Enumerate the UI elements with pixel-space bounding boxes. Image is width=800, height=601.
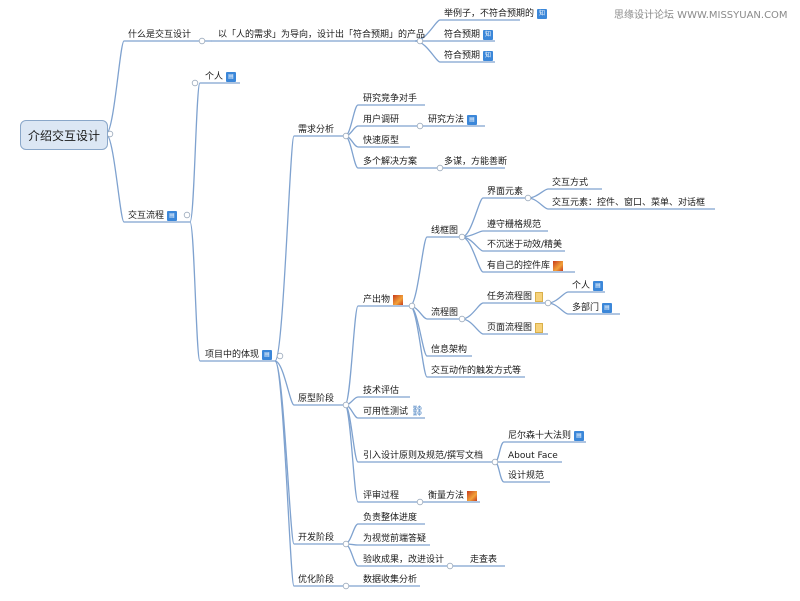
collapse-circle-icon[interactable]: [436, 164, 444, 172]
collapse-circle-icon[interactable]: [524, 194, 532, 202]
note-icon: [535, 292, 544, 302]
topic-wireframe[interactable]: 线框图: [431, 226, 459, 236]
connector-line: [274, 360, 345, 587]
connector-line: [344, 404, 420, 503]
nielsen-badge-icon: ▤: [574, 431, 585, 441]
topic-task-flow[interactable]: 任务流程图: [487, 291, 544, 303]
topic-deliverables[interactable]: 产出物: [363, 294, 404, 306]
note-icon: [535, 323, 544, 333]
topic-example-3[interactable]: 符合预期知: [444, 51, 494, 61]
topic-measure[interactable]: 衡量方法: [428, 490, 478, 502]
connector-line: [105, 133, 190, 223]
topic-person[interactable]: 个人▤: [205, 71, 237, 83]
topic-page-flow[interactable]: 页面流程图: [487, 322, 544, 334]
topic-review[interactable]: 评审过程: [363, 491, 400, 501]
connector-line: [461, 197, 528, 238]
project-badge-icon: ▤: [262, 350, 273, 360]
topic-multiple-solutions[interactable]: 多个解决方案: [363, 157, 418, 167]
collapse-circle-icon[interactable]: [191, 79, 199, 87]
watermark: 思缘设计论坛 WWW.MISSYUAN.COM: [614, 10, 788, 21]
connector-line: [189, 221, 275, 362]
topic-multiple-solutions-note[interactable]: 多谋，方能善断: [444, 157, 508, 167]
picture-icon: [467, 491, 478, 501]
topic-rapid-prototype[interactable]: 快速原型: [363, 136, 400, 146]
connector-line: [461, 230, 548, 238]
topic-task-person[interactable]: 个人▤: [572, 280, 604, 292]
collapse-circle-icon[interactable]: [183, 211, 191, 219]
topic-optimize-stage[interactable]: 优化阶段: [298, 575, 335, 585]
collapse-circle-icon[interactable]: [458, 315, 466, 323]
topic-about-face[interactable]: About Face: [508, 451, 558, 461]
collapse-circle-icon[interactable]: [416, 498, 424, 506]
topic-definition[interactable]: 以「人的需求」为导向，设计出「符合预期」的产品: [218, 30, 426, 40]
topic-checklist[interactable]: 走查表: [470, 555, 498, 565]
topic-control-library[interactable]: 有自己的控件库: [487, 260, 564, 272]
topic-design-principles[interactable]: 引入设计原则及规范/撰写文档: [363, 451, 484, 461]
topic-nielsen[interactable]: 尼尔森十大法则▤: [508, 430, 585, 442]
topic-usability-test[interactable]: 可用性测试⛓: [363, 406, 424, 418]
collapse-circle-icon[interactable]: [106, 130, 114, 138]
link-icon[interactable]: ⛓: [411, 406, 424, 417]
methods-badge-icon: ▤: [467, 115, 478, 125]
topic-no-fancy-effects[interactable]: 不沉迷于动效/精美: [487, 240, 563, 250]
connector-line: [105, 40, 212, 135]
zhi-badge-icon: 知: [537, 9, 548, 19]
person-badge-icon: ▤: [226, 72, 237, 82]
topic-prototype-stage[interactable]: 原型阶段: [298, 394, 335, 404]
collapse-circle-icon[interactable]: [342, 401, 350, 409]
topic-flowchart[interactable]: 流程图: [431, 308, 459, 318]
topic-trigger-methods[interactable]: 交互动作的触发方式等: [431, 366, 522, 376]
topic-tech-evaluation[interactable]: 技术评估: [363, 386, 400, 396]
connector-line: [344, 396, 410, 406]
topic-design-spec[interactable]: 设计规范: [508, 471, 545, 481]
topic-ui-elements[interactable]: 界面元素: [487, 187, 524, 197]
topic-example-1[interactable]: 举例子，不符合预期的知: [444, 9, 548, 19]
collapse-circle-icon[interactable]: [458, 233, 466, 241]
connector-line: [461, 302, 548, 320]
collapse-circle-icon[interactable]: [491, 458, 499, 466]
topic-project[interactable]: 项目中的体现▤: [205, 349, 273, 361]
departments-badge-icon: ▤: [602, 303, 613, 313]
topic-interaction-mode[interactable]: 交互方式: [552, 178, 589, 188]
zhi-badge-icon: 知: [483, 51, 494, 61]
collapse-circle-icon[interactable]: [544, 299, 552, 307]
task-person-badge-icon: ▤: [593, 281, 604, 291]
flow-badge-icon: ▤: [167, 211, 178, 221]
topic-user-research[interactable]: 用户调研: [363, 115, 400, 125]
collapse-circle-icon[interactable]: [416, 122, 424, 130]
collapse-circle-icon[interactable]: [408, 302, 416, 310]
collapse-circle-icon[interactable]: [446, 562, 454, 570]
connector-line: [274, 135, 345, 362]
topic-what-is-ixd[interactable]: 什么是交互设计: [128, 30, 192, 40]
topic-requirements[interactable]: 需求分析: [298, 125, 335, 135]
collapse-circle-icon[interactable]: [276, 352, 284, 360]
topic-flow[interactable]: 交互流程▤: [128, 210, 178, 222]
topic-competitors[interactable]: 研究竞争对手: [363, 94, 418, 104]
picture-icon: [553, 261, 564, 271]
zhi-badge-icon: 知: [483, 30, 494, 40]
topic-dev-stage[interactable]: 开发阶段: [298, 533, 335, 543]
topic-data-analysis[interactable]: 数据收集分析: [363, 575, 418, 585]
picture-icon: [393, 295, 404, 305]
topic-interaction-elements[interactable]: 交互元素：控件、窗口、菜单、对话框: [552, 198, 706, 208]
connector-line: [189, 82, 240, 223]
topic-research-methods[interactable]: 研究方法▤: [428, 114, 478, 126]
collapse-circle-icon[interactable]: [198, 37, 206, 45]
connector-line: [409, 236, 462, 307]
topic-example-2[interactable]: 符合预期知: [444, 30, 494, 40]
topic-acceptance[interactable]: 验收成果，改进设计: [363, 555, 445, 565]
connector-line: [274, 360, 345, 406]
collapse-circle-icon[interactable]: [416, 37, 424, 45]
root-topic[interactable]: 介绍交互设计: [20, 120, 108, 150]
connector-line: [344, 305, 410, 406]
collapse-circle-icon[interactable]: [342, 582, 350, 590]
topic-progress[interactable]: 负责整体进度: [363, 513, 418, 523]
topic-task-departments[interactable]: 多部门▤: [572, 302, 613, 314]
collapse-circle-icon[interactable]: [342, 540, 350, 548]
topic-grid-rules[interactable]: 遵守栅格规范: [487, 220, 542, 230]
collapse-circle-icon[interactable]: [342, 132, 350, 140]
topic-visual-qa[interactable]: 为视觉前端答疑: [363, 534, 427, 544]
topic-info-architecture[interactable]: 信息架构: [431, 345, 468, 355]
